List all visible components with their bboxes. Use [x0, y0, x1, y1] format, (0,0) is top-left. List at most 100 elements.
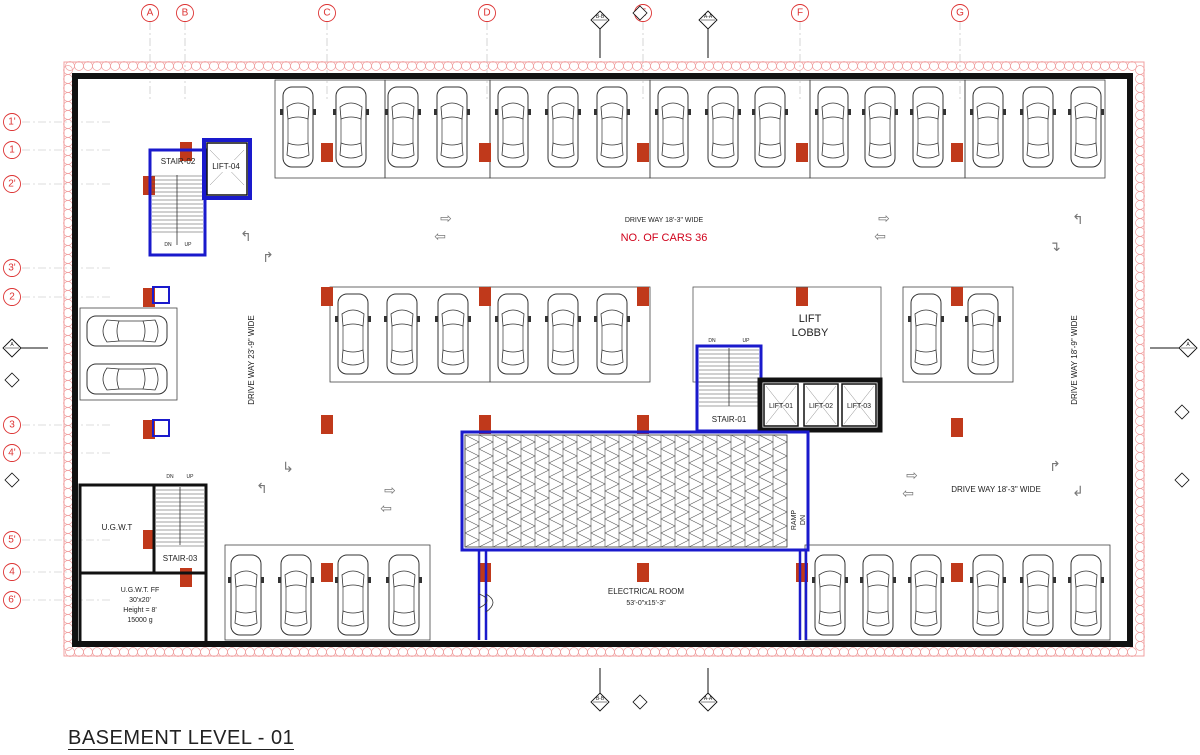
- stair-02-block: STAIR-02 DN UP LIFT-04: [148, 138, 252, 257]
- svg-text:4: 4: [9, 567, 15, 578]
- svg-text:G: G: [956, 8, 964, 19]
- driveway-bottom-right-label: DRIVE WAY 18'-3" WIDE: [951, 485, 1041, 494]
- stair-03-label: STAIR-03: [163, 554, 198, 563]
- ugwt-ff-line3: Height = 8': [123, 607, 156, 614]
- traffic-arrow-icon: ↳: [282, 460, 294, 476]
- lift-car: LIFT-01: [763, 383, 799, 427]
- svg-text:6': 6': [8, 595, 16, 606]
- grid-column-a: A: [141, 4, 159, 22]
- outer-wall: [72, 73, 1133, 647]
- ugwt-ff-line4: 15000 g: [127, 617, 152, 624]
- lift-car: LIFT-02: [803, 383, 839, 427]
- traffic-arrow-icon: ↰: [256, 481, 268, 497]
- driveway-left-label: DRIVE WAY 23'-9" WIDE: [247, 315, 256, 405]
- svg-text:1': 1': [8, 117, 16, 128]
- section-marker-icon: [1174, 404, 1190, 420]
- left-shafts: [152, 286, 170, 437]
- svg-text:A: A: [1186, 342, 1190, 348]
- grid-row-bubble: 4': [3, 444, 21, 462]
- grid-row-bubble: 2: [3, 288, 21, 306]
- grid-bubbles: ABCDEFG1'12'3'234'5'46': [3, 4, 969, 609]
- stair-03-up: UP: [187, 474, 195, 480]
- electrical-room: ELECTRICAL ROOM 53'-0"x15'-3": [477, 550, 808, 640]
- electrical-room-label: ELECTRICAL ROOM: [608, 587, 684, 596]
- svg-text:B-B: B-B: [596, 696, 605, 702]
- section-markers: B-B A-A B-B A-A A A: [2, 5, 1198, 712]
- svg-text:2: 2: [9, 292, 15, 303]
- svg-text:A: A: [147, 8, 154, 19]
- traffic-arrow-icon: ⇨: [878, 211, 890, 227]
- grid-row-bubble: 6': [3, 591, 21, 609]
- ramp: RAMP DN: [460, 430, 810, 552]
- grid-column-c: C: [318, 4, 336, 22]
- lift-lobby-line2: LOBBY: [792, 327, 829, 339]
- grid-row-bubble: 1': [3, 113, 21, 131]
- electrical-room-size: 53'-0"x15'-3": [626, 600, 666, 607]
- traffic-arrow-icon: ↰: [1072, 212, 1084, 228]
- section-marker-icon: A: [2, 338, 48, 358]
- svg-text:B: B: [182, 8, 189, 19]
- boundary-scallops: [63, 61, 1145, 657]
- svg-text:D: D: [483, 8, 490, 19]
- svg-text:A-A: A-A: [704, 696, 713, 702]
- section-marker-icon: [4, 472, 20, 488]
- svg-text:1: 1: [9, 145, 15, 156]
- grid-row-bubble: 1: [3, 141, 21, 159]
- svg-text:LIFT-01: LIFT-01: [769, 403, 793, 410]
- stair-02-label: STAIR-02: [161, 157, 196, 166]
- svg-text:A-A: A-A: [704, 14, 713, 20]
- ugwt-ff-line1: U.G.W.T. FF: [121, 587, 160, 594]
- svg-text:F: F: [797, 8, 803, 19]
- traffic-arrow-icon: ⇨: [384, 483, 396, 499]
- svg-text:A: A: [10, 342, 14, 348]
- traffic-arrow-icon: ↲: [1072, 484, 1084, 500]
- lift-04-label: LIFT-04: [212, 162, 240, 171]
- section-marker-icon: A: [1150, 338, 1198, 358]
- grid-row-bubble: 3': [3, 259, 21, 277]
- section-marker-icon: B-B: [590, 668, 610, 712]
- grid-row-bubble: 2': [3, 175, 21, 193]
- car-count-label: NO. OF CARS 36: [621, 232, 708, 244]
- driveway-top-label: DRIVE WAY 18'-3" WIDE: [625, 217, 704, 224]
- section-marker-icon: B-B: [590, 10, 610, 58]
- section-marker-icon: [1174, 472, 1190, 488]
- svg-text:3': 3': [8, 263, 16, 274]
- traffic-arrow-icon: ⇨: [906, 468, 918, 484]
- lift-lobby-line1: LIFT: [799, 313, 822, 325]
- stair-02-up: UP: [185, 242, 193, 248]
- driveway-right-label: DRIVE WAY 18'-9" WIDE: [1070, 315, 1079, 405]
- traffic-arrow-icon: ⇨: [440, 211, 452, 227]
- svg-text:3: 3: [9, 420, 15, 431]
- svg-text:2': 2': [8, 179, 16, 190]
- ugwt-label: U.G.W.T: [102, 523, 133, 532]
- ugwt-ff-line2: 30'x20': [129, 597, 151, 604]
- traffic-arrow-icon: ↱: [1049, 459, 1061, 475]
- stair-02-dn: DN: [164, 242, 172, 248]
- grid-column-f: F: [791, 4, 809, 22]
- grid-row-bubble: 4: [3, 563, 21, 581]
- drawing-title: BASEMENT LEVEL - 01: [68, 727, 295, 750]
- grid-lines: [22, 22, 961, 601]
- traffic-arrows: ⇨⇦⇨⇦⇨⇦⇨⇦↰↱↳↰↰↴↱↲: [240, 211, 1084, 517]
- section-marker-icon: [632, 694, 648, 710]
- section-marker-icon: [4, 372, 20, 388]
- lift-car: LIFT-03: [841, 383, 877, 427]
- grid-row-bubble: 5': [3, 531, 21, 549]
- grid-column-g: G: [951, 4, 969, 22]
- stair-01-dn: DN: [708, 338, 716, 344]
- ramp-label: RAMP: [791, 510, 798, 531]
- traffic-arrow-icon: ↴: [1049, 239, 1061, 255]
- stair-03-block: U.G.W.T U.G.W.T. FF 30'x20' Height = 8' …: [78, 474, 208, 645]
- traffic-arrow-icon: ⇦: [874, 229, 886, 245]
- traffic-arrow-icon: ⇦: [380, 501, 392, 517]
- traffic-arrow-icon: ↱: [262, 250, 274, 266]
- section-marker-icon: A-A: [698, 668, 718, 712]
- grid-column-d: D: [478, 4, 496, 22]
- stair-03-dn: DN: [166, 474, 174, 480]
- traffic-arrow-icon: ↰: [240, 229, 252, 245]
- svg-text:C: C: [323, 8, 330, 19]
- svg-text:5': 5': [8, 535, 16, 546]
- svg-text:LIFT-03: LIFT-03: [847, 403, 871, 410]
